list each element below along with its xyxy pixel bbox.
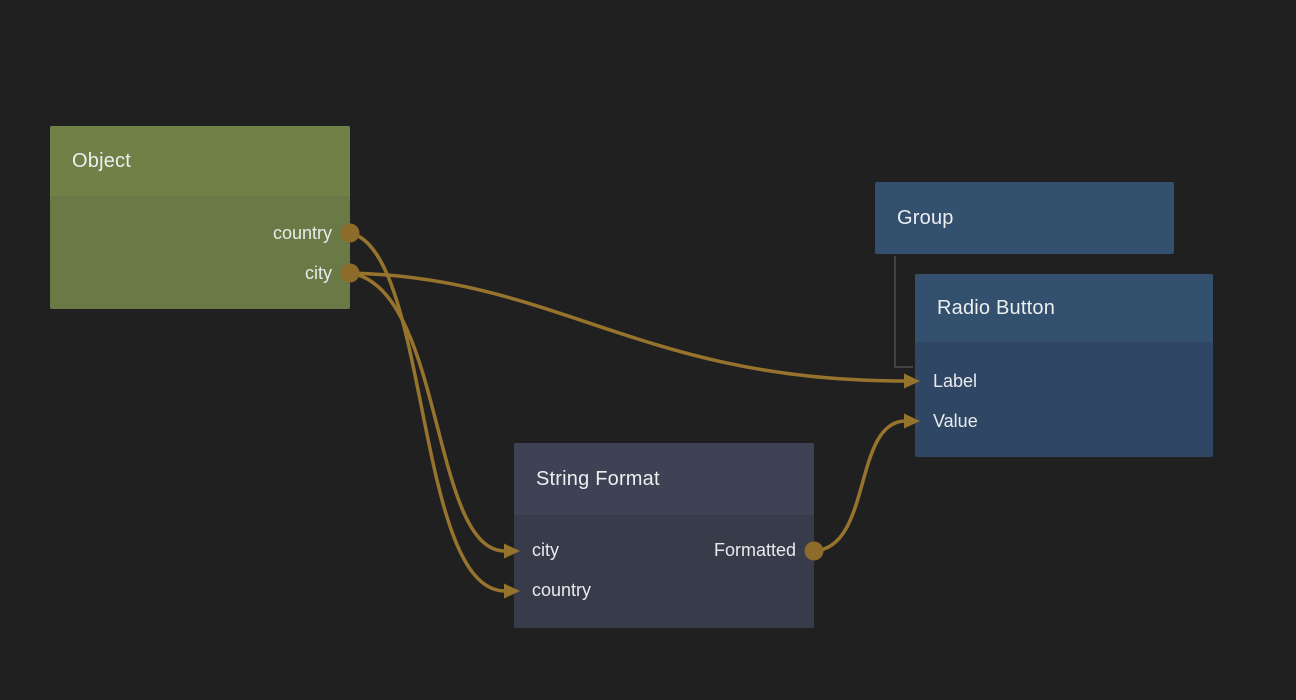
output-port-formatted-label: Formatted bbox=[713, 539, 796, 560]
node-object-body: country city bbox=[50, 196, 350, 293]
node-string-format-header[interactable]: String Format bbox=[514, 443, 814, 515]
port-row-city: city bbox=[50, 253, 350, 293]
node-object[interactable]: Object country city bbox=[50, 126, 350, 309]
input-port-country-label: country bbox=[532, 579, 592, 600]
node-string-format[interactable]: String Format city Formatted country bbox=[514, 443, 814, 628]
input-port-value-label: Value bbox=[933, 410, 978, 431]
port-row-country: country bbox=[514, 570, 814, 610]
input-port-city-label: city bbox=[532, 539, 559, 560]
node-group-title: Group bbox=[897, 206, 954, 229]
port-row-city-formatted: city Formatted bbox=[514, 530, 814, 570]
node-radio-button-body: Label Value bbox=[915, 342, 1213, 441]
input-port-label-label: Label bbox=[933, 370, 978, 391]
node-object-title: Object bbox=[72, 149, 132, 172]
node-object-header[interactable]: Object bbox=[50, 126, 350, 196]
node-group[interactable]: Group bbox=[875, 182, 1174, 254]
node-string-format-body: city Formatted country bbox=[514, 515, 814, 610]
node-string-format-title: String Format bbox=[536, 467, 660, 490]
output-port-country-label: country bbox=[272, 222, 332, 243]
port-row-label: Label bbox=[915, 361, 1213, 401]
port-row-country: country bbox=[50, 213, 350, 253]
node-group-header[interactable]: Group bbox=[875, 182, 1174, 254]
node-radio-button-header[interactable]: Radio Button bbox=[915, 274, 1213, 342]
node-radio-button[interactable]: Radio Button Label Value bbox=[915, 274, 1213, 457]
output-port-city-label: city bbox=[305, 262, 332, 283]
node-radio-button-title: Radio Button bbox=[937, 296, 1056, 319]
port-row-value: Value bbox=[915, 401, 1213, 441]
